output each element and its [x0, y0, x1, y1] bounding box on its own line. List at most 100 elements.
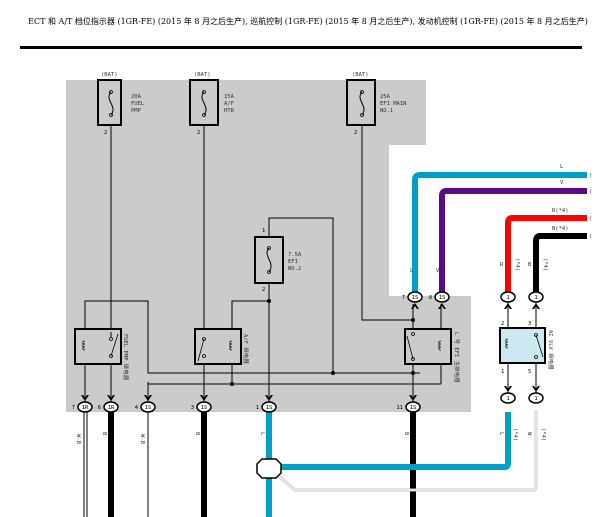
svg-text:2: 2 — [354, 130, 357, 136]
connector-id: 1 — [534, 396, 537, 402]
svg-text:25A: 25A — [380, 94, 391, 100]
svg-text:PMP: PMP — [131, 108, 142, 114]
wire-B-black — [533, 233, 587, 292]
svg-text:5: 5 — [528, 369, 531, 375]
svg-text:(: ( — [589, 173, 592, 179]
vlabel-c4: B — [528, 262, 532, 268]
connector-8-1S: 1S8 — [429, 291, 450, 309]
svg-text:L 号 EFI 主继电器: L 号 EFI 主继电器 — [453, 332, 461, 383]
connector-id: 1R — [82, 405, 89, 411]
connector-11-1S: 1S 11 — [396, 395, 421, 413]
relay-af: A/F 继电器 — [194, 328, 250, 365]
title-rule — [20, 46, 582, 49]
connector-id: 1S — [266, 405, 273, 411]
connector-arrow-icon — [411, 303, 419, 309]
vlabel-d1b: (*4) — [512, 428, 518, 441]
wire-R-red — [505, 215, 587, 292]
svg-text:(: ( — [589, 216, 592, 222]
svg-text:2: 2 — [197, 130, 200, 136]
junction-block — [66, 80, 471, 412]
connector-arrow-icon — [200, 395, 208, 401]
connector-arrow-icon — [532, 303, 540, 309]
connector-id: 1S — [145, 405, 152, 411]
wire-V-violet — [439, 188, 587, 292]
connector-id: 1 — [506, 396, 509, 402]
connector-arrow-icon — [265, 395, 273, 401]
connector-x-1: 1 — [500, 386, 516, 404]
connector-pin: 4 — [135, 405, 139, 411]
connector-6-1R: 1R 6 — [98, 395, 119, 413]
connector-x-1: 1 — [528, 386, 544, 404]
relay-ai-vlv: AI VLV 继电器 2 3 1 5 — [499, 300, 555, 395]
svg-text:1: 1 — [501, 369, 504, 375]
vlabel-w2: B — [101, 432, 107, 436]
lower-wires — [83, 410, 538, 517]
svg-text:FUEL: FUEL — [131, 101, 145, 107]
vlabel-w6: B — [403, 432, 409, 436]
svg-text:(: ( — [589, 234, 592, 240]
vlabel-w1: W-B — [75, 434, 81, 445]
splice-point — [256, 458, 282, 479]
svg-text:NO.1: NO.1 — [380, 108, 393, 114]
svg-text:2: 2 — [501, 321, 504, 327]
fuse-fuel-pmp: (BAT) 20A FUEL PMP 2 — [97, 72, 145, 136]
vlabel-w5: L — [259, 432, 265, 436]
svg-text:2: 2 — [262, 287, 265, 293]
connector-7-1R: 1R 7 — [72, 395, 93, 413]
connector-arrow-icon — [504, 303, 512, 309]
connector-7-1S: 1S 7 — [402, 291, 423, 309]
connector-id: 1R — [108, 405, 115, 411]
connector-id: 1S — [410, 405, 417, 411]
connector-pin: 11 — [396, 405, 403, 411]
vlabel-d2b: (*4) — [540, 428, 546, 441]
svg-text:2: 2 — [104, 130, 107, 136]
vlabel-w3: W-B — [139, 434, 145, 445]
connector-3-1S: 1S3 — [191, 395, 212, 413]
svg-text:(BAT): (BAT) — [194, 72, 211, 78]
vlabel-c3b: (*4) — [514, 258, 520, 271]
connector-pin: 7 — [72, 405, 75, 411]
svg-text:3: 3 — [528, 321, 531, 327]
svg-text:(BAT): (BAT) — [101, 72, 118, 78]
connector-pin: 7 — [402, 295, 405, 301]
wire-label-V: V — [560, 180, 564, 186]
connector-pin: 6 — [98, 405, 101, 411]
relay-efi-main: L 号 EFI 主继电器 — [404, 328, 461, 383]
diagram-title: ECT 和 A/T 档位指示器 (1GR-FE) (2015 年 8 月之后生产… — [28, 17, 588, 26]
svg-text:NO.2: NO.2 — [288, 266, 301, 272]
vlabel-c2: V — [436, 268, 440, 274]
svg-text:AI VLV 继电器: AI VLV 继电器 — [547, 330, 555, 370]
relay-fuel-pmp: FUEL PMP 继电器 — [74, 328, 130, 381]
connector-arrow-icon — [81, 395, 89, 401]
connector-id: 1S — [439, 295, 446, 301]
wire-label-R: R(*4) — [552, 208, 569, 214]
connector-arrow-icon — [107, 395, 115, 401]
connector-arrow-icon — [532, 386, 540, 392]
junction-dots — [230, 299, 415, 386]
vlabel-c1: L — [410, 268, 414, 274]
connector-x-1: 1 — [500, 291, 516, 309]
connector-arrow-icon — [409, 395, 417, 401]
svg-text:HTR: HTR — [224, 108, 235, 114]
connector-arrow-icon — [144, 395, 152, 401]
wire-label-L: L — [560, 164, 564, 170]
svg-text:EFI MAIN: EFI MAIN — [380, 101, 407, 107]
connector-4-1S: 1S 4 — [135, 395, 156, 413]
svg-text:(BAT): (BAT) — [352, 72, 369, 78]
fuse-efi-main-no1: (BAT) 25A EFI MAIN NO.1 2 — [346, 72, 407, 136]
connector-1-1S: 1S 1 — [256, 395, 277, 413]
connector-pin: 3 — [191, 405, 194, 411]
vlabel-c3: R — [500, 262, 504, 268]
connector-id: 1S — [412, 295, 419, 301]
connector-id: 1 — [534, 295, 537, 301]
vlabel-c4b: (*4) — [542, 258, 548, 271]
svg-text:A/F: A/F — [224, 101, 234, 107]
vlabel-d1: L — [498, 432, 504, 436]
connector-pin: 1 — [256, 405, 259, 411]
vlabel-d2: W — [526, 432, 532, 436]
svg-text:15A: 15A — [224, 94, 235, 100]
svg-text:20A: 20A — [131, 94, 142, 100]
connector-id: 1 — [506, 295, 509, 301]
svg-text:(: ( — [589, 189, 592, 195]
